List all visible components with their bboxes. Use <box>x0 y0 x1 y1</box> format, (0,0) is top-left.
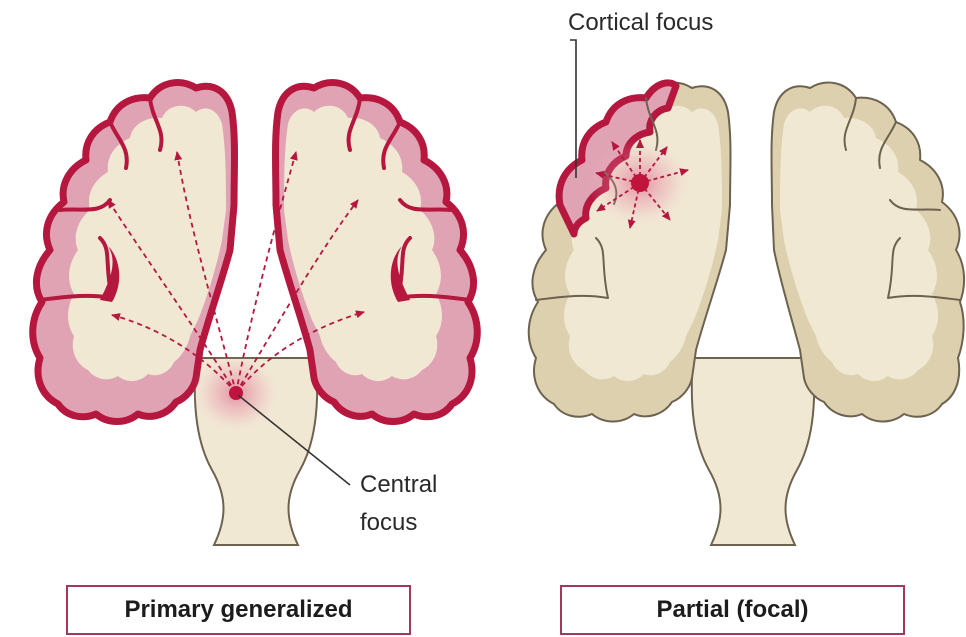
caption-partial-focal-text: Partial (focal) <box>656 596 808 624</box>
central-focus-label-line1: Central <box>360 471 437 498</box>
cortical-focus-label: Cortical focus <box>568 9 713 36</box>
cortical-focus-leader <box>570 40 576 178</box>
caption-primary-generalized: Primary generalized <box>66 585 411 635</box>
cortical-focus-dot <box>631 174 649 192</box>
brain-partial: Cortical focus <box>529 9 964 545</box>
caption-partial-focal: Partial (focal) <box>560 585 905 635</box>
caption-primary-generalized-text: Primary generalized <box>124 596 352 624</box>
brain-generalized: Central focus <box>33 83 478 545</box>
central-focus-label-line2: focus <box>360 509 417 536</box>
brainstem-right <box>692 358 814 545</box>
